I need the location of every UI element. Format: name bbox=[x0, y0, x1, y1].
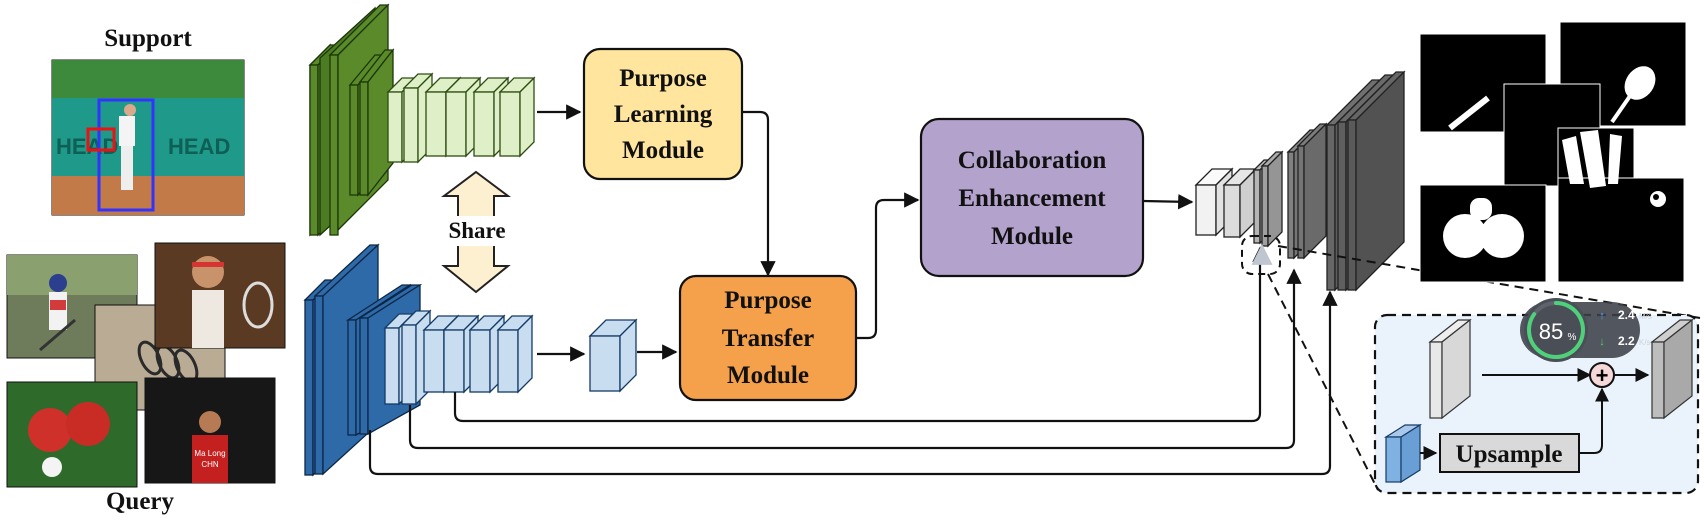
query-image-tennis-player bbox=[154, 242, 286, 349]
mask-6 bbox=[1557, 177, 1685, 283]
svg-text:Enhancement: Enhancement bbox=[958, 185, 1106, 212]
support-encoder-layers-dark bbox=[308, 3, 395, 237]
query-image-pingpong bbox=[6, 381, 138, 488]
output-masks bbox=[1419, 21, 1687, 283]
svg-text:HEAD: HEAD bbox=[168, 134, 230, 159]
upsample-panel: + Upsample bbox=[1373, 313, 1700, 495]
query-image-boy bbox=[6, 254, 138, 359]
ptm-to-cem-arrow bbox=[856, 192, 920, 340]
jersey-country: CHN bbox=[201, 460, 219, 469]
network-speed-widget: 85 % ↑ 2.4 M/s ↓ 2.2 K/s bbox=[1520, 298, 1652, 362]
percent-value: 85 bbox=[1539, 319, 1563, 344]
svg-text:Purpose: Purpose bbox=[619, 65, 707, 92]
percent-unit: % bbox=[1568, 332, 1577, 343]
svg-text:Learning: Learning bbox=[614, 101, 713, 128]
share-label: Share bbox=[448, 218, 505, 243]
svg-text:Module: Module bbox=[991, 223, 1073, 250]
upload-speed: 2.4 bbox=[1618, 308, 1635, 322]
query-image-player-back: Ma Long CHN bbox=[144, 377, 276, 484]
share-arrow bbox=[440, 170, 516, 294]
support-encoder-layers-light bbox=[386, 72, 536, 164]
support-label: Support bbox=[104, 25, 192, 52]
svg-text:+: + bbox=[1596, 363, 1609, 388]
support-encoder bbox=[308, 3, 536, 237]
query-encoder bbox=[303, 243, 638, 477]
cem-to-decoder-arrow bbox=[1142, 194, 1194, 210]
svg-text:Module: Module bbox=[727, 362, 809, 389]
jersey-name: Ma Long bbox=[194, 449, 225, 458]
query-label: Query bbox=[106, 488, 175, 515]
skip-connection-1 bbox=[453, 246, 1268, 423]
support-image: HEAD HEAD bbox=[51, 59, 245, 216]
decoder bbox=[1194, 70, 1406, 292]
svg-text:Collaboration: Collaboration bbox=[958, 147, 1107, 174]
download-unit: K/s bbox=[1639, 338, 1651, 347]
svg-text:Transfer: Transfer bbox=[722, 325, 815, 352]
upsample-label: Upsample bbox=[1456, 441, 1563, 468]
svg-text:Purpose: Purpose bbox=[724, 287, 812, 314]
plm-to-ptm-arrow bbox=[742, 110, 776, 277]
download-icon: ↓ bbox=[1599, 336, 1605, 348]
download-speed: 2.2 bbox=[1618, 334, 1635, 348]
upload-unit: M/s bbox=[1639, 312, 1652, 321]
percent-ring bbox=[1527, 301, 1585, 359]
svg-text:Module: Module bbox=[622, 137, 704, 164]
query-encoder-layers-light bbox=[383, 309, 638, 406]
purpose-transfer-module: Purpose Transfer Module bbox=[678, 274, 858, 402]
skip-connection-3 bbox=[368, 290, 1338, 476]
skip-connection-2 bbox=[408, 268, 1302, 450]
upload-icon: ↑ bbox=[1599, 310, 1605, 322]
purpose-learning-module: Purpose Learning Module bbox=[582, 47, 744, 181]
collaboration-enhancement-module: Collaboration Enhancement Module bbox=[919, 117, 1145, 278]
